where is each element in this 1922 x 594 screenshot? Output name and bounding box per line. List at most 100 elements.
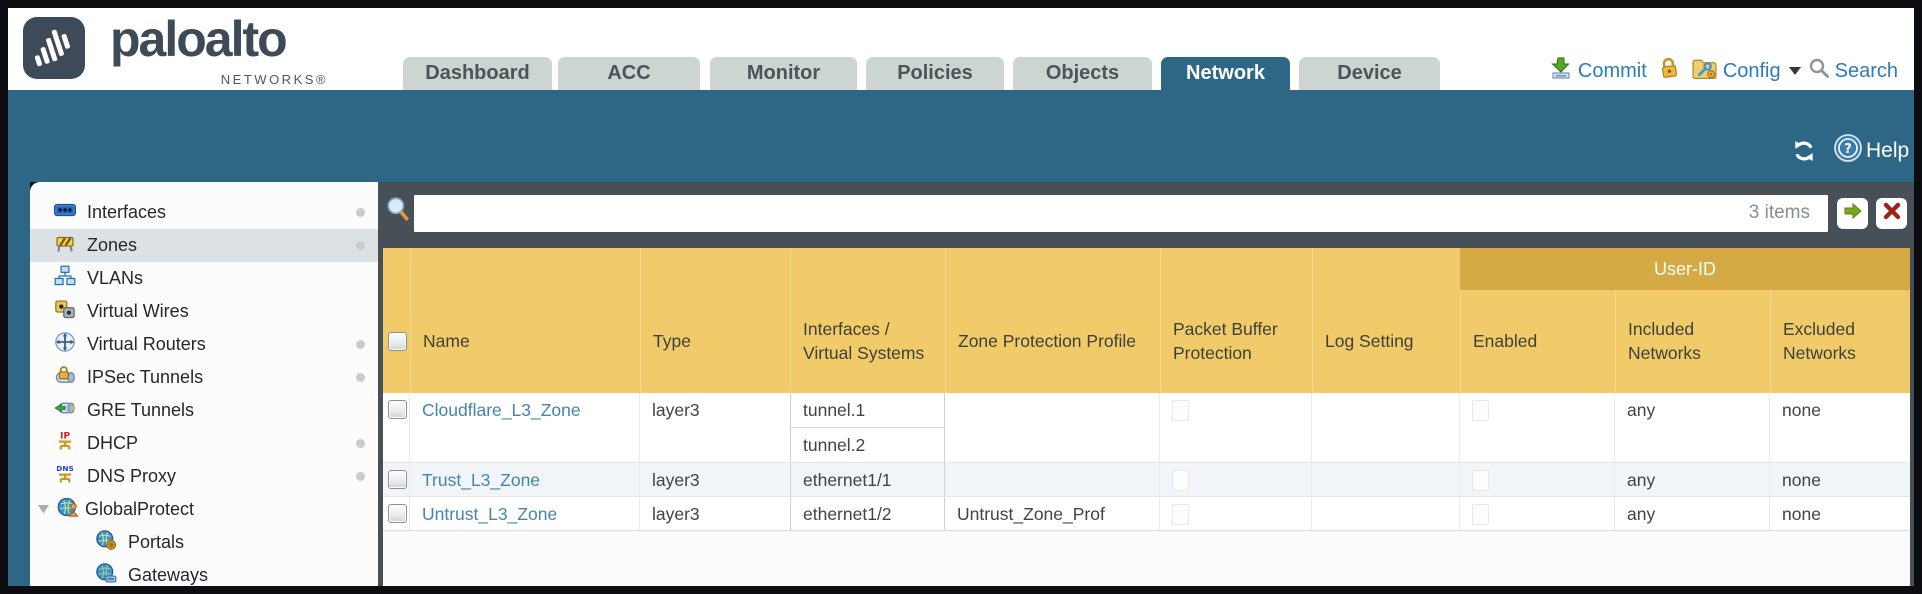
brand-subtext: NETWORKS® [220,72,328,87]
tab-policies[interactable]: Policies [866,57,1004,90]
row-checkbox-cell [383,393,410,462]
tab-dashboard[interactable]: Dashboard [403,57,552,90]
zone-name-cell: Cloudflare_L3_Zone [410,393,640,462]
filter-input[interactable] [414,195,1828,232]
column-header-type[interactable]: Type [640,248,790,393]
zone-protection-profile-cell [945,393,1160,462]
tab-objects[interactable]: Objects [1013,57,1152,90]
ipsec-tunnels-icon [53,364,77,391]
sidebar-item-gre-tunnels[interactable]: GRE Tunnels [30,394,378,427]
packet-buffer-checkbox [1172,504,1189,525]
tab-network[interactable]: Network [1161,57,1290,90]
sidebar-item-globalprotect[interactable]: GlobalProtect [30,493,378,526]
item-dot [356,373,365,382]
sidebar-item-label: GlobalProtect [85,499,195,519]
zone-interfaces-cell: ethernet1/2 [790,497,945,530]
config-label: Config [1722,59,1781,82]
help-button[interactable]: ? Help [1834,134,1909,168]
sidebar-item-label: Virtual Wires [87,301,189,321]
zone-type-cell: layer3 [652,470,700,490]
zone-name-link[interactable]: Trust_L3_Zone [422,470,541,490]
brand-wordmark: paloalto [110,11,288,67]
sidebar-item-zones[interactable]: Zones [30,229,378,262]
sidebar-item-label: Portals [128,532,185,552]
table-row: Trust_L3_Zone layer3 ethernet1/1 any non… [383,463,1910,497]
chevron-down-icon [1788,67,1801,75]
sidebar-item-label: GRE Tunnels [87,400,195,420]
column-header-zone-protection-profile[interactable]: Zone Protection Profile [945,248,1160,393]
paloalto-logo-icon [22,17,86,84]
sidebar-item-dhcp[interactable]: IP DHCP [30,427,378,460]
tab-acc[interactable]: ACC [558,57,700,90]
apply-filter-button[interactable] [1837,198,1868,229]
item-dot [356,241,365,250]
table-row: Cloudflare_L3_Zone layer3 tunnel.1 tunne… [383,393,1910,463]
packet-buffer-protection-cell [1160,463,1312,496]
column-header-included-networks[interactable]: Included Networks [1615,248,1770,393]
lock-icon[interactable] [1658,56,1680,86]
sidebar-item-label: DHCP [87,433,139,453]
zone-name-cell: Trust_L3_Zone [410,463,640,496]
svg-text:IP: IP [60,431,70,442]
user-id-enabled-checkbox [1472,470,1489,491]
sidebar-item-dns-proxy[interactable]: DNS DNS Proxy [30,460,378,493]
row-checkbox[interactable] [388,504,407,523]
help-label: Help [1866,139,1910,162]
sidebar-item-virtual-routers[interactable]: Virtual Routers [30,328,378,361]
utility-links: Commit C [1549,52,1898,90]
column-header-excluded-networks[interactable]: Excluded Networks [1770,248,1910,393]
commit-label: Commit [1577,59,1647,82]
row-checkbox[interactable] [388,400,407,419]
zone-protection-profile-cell [945,463,1160,496]
dhcp-icon: IP [53,430,77,457]
sidebar-item-label: Interfaces [87,202,167,222]
sidebar-item-portals[interactable]: Portals [30,526,378,559]
expand-triangle-icon[interactable] [36,504,51,515]
user-id-enabled-cell [1460,497,1615,530]
select-all-checkbox[interactable] [388,332,407,351]
column-header-log-setting[interactable]: Log Setting [1312,248,1460,393]
config-menu-button[interactable]: Config [1691,56,1801,86]
tab-monitor[interactable]: Monitor [710,57,857,90]
log-setting-cell [1312,463,1460,496]
user-id-enabled-checkbox [1472,504,1489,525]
zone-interface: ethernet1/2 [803,504,892,524]
svg-text:DNS: DNS [56,464,74,473]
dns-proxy-icon: DNS [53,463,77,490]
sidebar-item-virtual-wires[interactable]: Virtual Wires [30,295,378,328]
column-header-interfaces[interactable]: Interfaces / Virtual Systems [790,248,945,393]
column-header-enabled[interactable]: Enabled [1460,248,1615,393]
column-header-name[interactable]: Name [410,248,640,393]
search-button[interactable]: Search [1808,57,1898,85]
packet-buffer-checkbox [1172,470,1189,491]
sidebar-item-ipsec-tunnels[interactable]: IPSec Tunnels [30,361,378,394]
search-label: Search [1834,59,1898,82]
item-dot [356,208,365,217]
excluded-networks-cell: none [1782,400,1821,420]
tab-device[interactable]: Device [1299,57,1440,90]
column-header-packet-buffer-protection[interactable]: Packet Buffer Protection [1160,248,1312,393]
red-x-icon [1882,201,1902,226]
included-networks-cell: any [1615,393,1770,462]
top-bar: paloalto NETWORKS® Dashboard ACC Monitor… [8,8,1914,90]
zone-type-cell: layer3 [652,504,700,524]
zone-interface: tunnel.2 [803,435,866,455]
row-checkbox[interactable] [388,470,407,489]
zone-name-link[interactable]: Untrust_L3_Zone [422,504,558,524]
excluded-networks-cell: none [1782,470,1821,490]
row-checkbox-cell [383,497,410,530]
commit-button[interactable]: Commit [1549,56,1647,86]
sidebar-item-interfaces[interactable]: Interfaces [30,196,378,229]
item-dot [356,439,365,448]
sidebar-item-gateways[interactable]: Gateways [30,559,378,586]
main-content: 3 items Name Type Inte [378,182,1914,586]
zone-name-link[interactable]: Cloudflare_L3_Zone [422,400,581,420]
row-checkbox-cell [383,463,410,496]
svg-text:?: ? [1844,142,1852,157]
included-networks-cell: any [1615,463,1770,496]
clear-filter-button[interactable] [1876,198,1907,229]
log-setting-cell [1312,497,1460,530]
sidebar-item-vlans[interactable]: VLANs [30,262,378,295]
refresh-icon[interactable] [1790,138,1818,169]
zone-interfaces-cell: tunnel.1 tunnel.2 [790,393,945,462]
